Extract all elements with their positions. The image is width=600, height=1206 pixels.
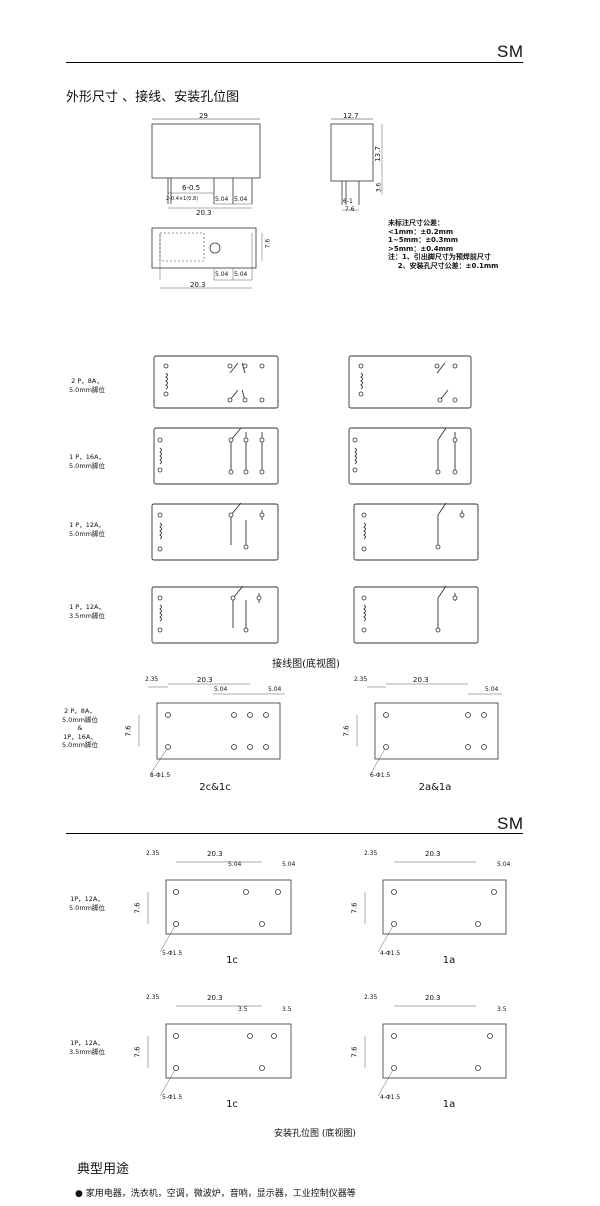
r2l-d35b: 3.5 [282, 1006, 292, 1013]
r1r-d203: 20.3 [425, 850, 441, 858]
dim-pitch-b: 5.04 [234, 196, 248, 203]
r1r-d235: 2.35 [364, 850, 378, 857]
holes-label-p2-row2: 1P，12A， 3.5mm脚位 [68, 1039, 105, 1056]
holes-label-p1: 2 P，8A， 5.0mm脚位 & 1P，16A， 5.0mm脚位 [61, 707, 98, 749]
hl-caption: 2c&1c [199, 782, 231, 793]
wiring-label-row1: 2 P，8A， 5.0mm脚位 [68, 377, 105, 394]
r1r-d76: 7.6 [350, 902, 359, 914]
header-rule-bottom [66, 833, 523, 834]
front-view [151, 118, 261, 209]
hl-d203: 20.3 [197, 676, 213, 684]
header-rule-top [66, 62, 523, 63]
hole-layouts-p2 [147, 861, 507, 1097]
r2l-d203: 20.3 [207, 994, 223, 1002]
r2l-d235: 2.35 [146, 994, 160, 1001]
r1l-d235: 2.35 [146, 850, 160, 857]
usage-title: 典型用途 [77, 1162, 130, 1177]
wiring-caption: 接线图(底视图) [272, 659, 340, 670]
side-depth: 7.6 [345, 206, 355, 213]
side-pin-len: 3.6 [375, 182, 383, 193]
hr-holes: 6-Φ1.5 [370, 772, 391, 779]
hl-d235: 2.35 [145, 676, 159, 683]
dim-span-a: 20.3 [196, 209, 212, 217]
r2r-d235: 2.35 [364, 994, 378, 1001]
section-title: 外形尺寸 、接线、安装孔位图 [66, 90, 240, 105]
dim-pin-count: 6-0.5 [182, 184, 201, 192]
hr-d235: 2.35 [354, 676, 368, 683]
r2l-d76: 7.6 [133, 1046, 142, 1058]
dim-pitch-c: 5.04 [215, 271, 229, 278]
r2r-caption: 1a [442, 1099, 456, 1110]
dim-pitch-d: 5.04 [234, 271, 248, 278]
wiring-label-row4: 1 P，12A， 3.5mm脚位 [68, 603, 105, 620]
hl-holes: 8-Φ1.5 [150, 772, 171, 779]
r2l-caption: 1c [226, 1099, 238, 1110]
hl-d76: 7.6 [124, 725, 133, 737]
r1l-d504b: 5.04 [282, 861, 296, 868]
dim-span-b: 20.3 [190, 281, 206, 289]
r1l-caption: 1c [226, 955, 238, 966]
bottom-view [151, 227, 263, 289]
r2r-d35: 3.5 [497, 1006, 507, 1013]
r1r-caption: 1a [442, 955, 456, 966]
brand-label-top: SM [497, 42, 524, 61]
r2r-d76: 7.6 [350, 1046, 359, 1058]
dim-pin-size: 2-0.4×1(0.8) [166, 196, 199, 202]
wiring-diagrams [151, 355, 479, 644]
r1r-holes: 4-Φ1.5 [380, 950, 401, 957]
hl-d504a: 5.04 [214, 686, 228, 693]
r2r-holes: 4-Φ1.5 [380, 1094, 401, 1101]
wiring-label-row3: 1 P，12A， 5.0mm脚位 [68, 521, 105, 538]
r1l-d203: 20.3 [207, 850, 223, 858]
usage-item: ● 家用电器，洗衣机，空调，微波炉，音响，显示器，工业控制仪器等 [75, 1186, 356, 1199]
dim-width: 29 [199, 112, 208, 120]
dim-height: 7.6 [264, 238, 272, 249]
holes-caption-p2: 安装孔位图 (底视图) [274, 1129, 356, 1139]
side-height: 13.7 [373, 146, 382, 162]
holes-p1 [165, 712, 487, 750]
usage-item-text: 家用电器，洗衣机，空调，微波炉，音响，显示器，工业控制仪器等 [85, 1189, 356, 1199]
holes-p2 [173, 889, 497, 1071]
r1r-d504: 5.04 [497, 861, 511, 868]
hr-d203: 20.3 [413, 676, 429, 684]
holes-label-p2-row1: 1P，12A， 5.0mm脚位 [68, 895, 105, 912]
r1l-d76: 7.6 [133, 902, 142, 914]
r2r-d203: 20.3 [425, 994, 441, 1002]
r2l-d35a: 3.5 [238, 1006, 248, 1013]
side-view [330, 118, 383, 211]
tolerance-notes: 未标注尺寸公差： <1mm：±0.2mm 1~5mm：±0.3mm >5mm：±… [388, 219, 499, 270]
hole-layouts-p1 [138, 683, 502, 776]
r1l-holes: 5-Φ1.5 [162, 950, 183, 957]
r1l-d504a: 5.04 [228, 861, 242, 868]
bullet-icon: ● [75, 1189, 83, 1199]
r2l-holes: 5-Φ1.5 [162, 1094, 183, 1101]
hr-caption: 2a&1a [418, 782, 452, 793]
dim-pitch-a: 5.04 [215, 196, 229, 203]
hr-d504: 5.04 [485, 686, 499, 693]
side-pin-dim: 6-1 [343, 198, 353, 205]
wiring-terminals [157, 363, 465, 633]
brand-label-bottom: SM [497, 814, 524, 833]
hl-d504b: 5.04 [268, 686, 282, 693]
wiring-label-row2: 1 P，16A， 5.0mm脚位 [68, 453, 105, 470]
side-width: 12.7 [343, 112, 359, 120]
hr-d76: 7.6 [342, 725, 351, 737]
